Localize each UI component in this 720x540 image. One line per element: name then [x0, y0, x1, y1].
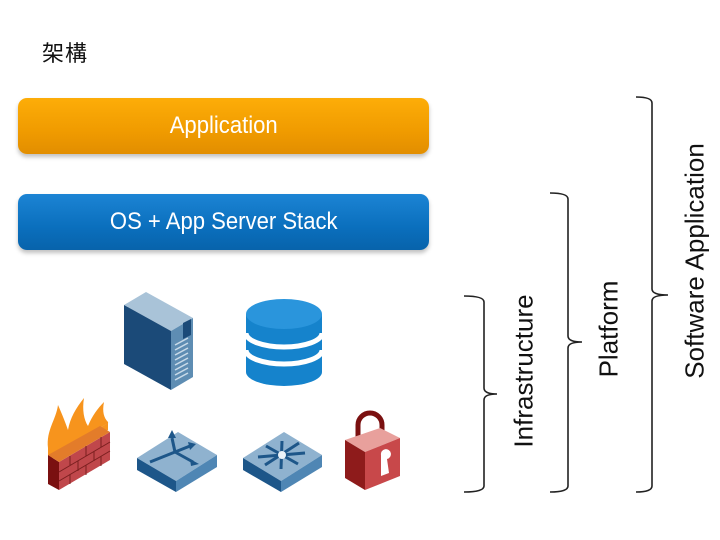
platform-label: Platform	[593, 280, 624, 378]
infrastructure-label: Infrastructure	[508, 294, 539, 448]
software-application-label: Software Application	[679, 143, 710, 379]
os-app-server-stack-layer: OS + App Server Stack	[18, 194, 429, 250]
application-layer-label: Application	[169, 112, 278, 139]
switch-icon	[243, 432, 322, 492]
infrastructure-bracket	[463, 295, 498, 493]
database-icon	[243, 299, 325, 386]
application-layer: Application	[18, 98, 429, 154]
router-icon	[137, 430, 217, 492]
os-app-server-stack-label: OS + App Server Stack	[109, 208, 338, 235]
software-application-bracket	[635, 96, 669, 493]
security-lock-icon	[345, 410, 400, 490]
platform-bracket	[549, 192, 583, 493]
page-title: 架構	[42, 42, 89, 67]
server-icon	[124, 292, 193, 390]
firewall-icon	[47, 398, 111, 490]
